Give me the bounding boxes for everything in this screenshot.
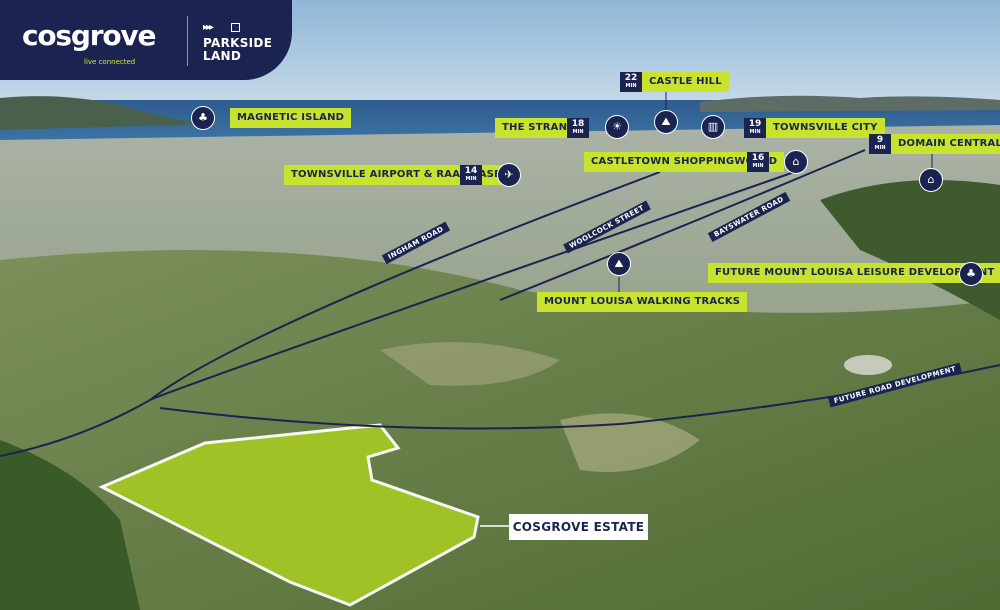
parkside-logo-line2: LAND bbox=[203, 49, 242, 63]
castle-hill-label: CASTLE HILL bbox=[642, 72, 729, 92]
hiker-icon: ⛰ bbox=[654, 110, 678, 134]
logo-divider bbox=[187, 16, 188, 66]
palm-tree-icon: ♣ bbox=[191, 106, 215, 130]
domain-central-label: DOMAIN CENTRAL bbox=[891, 134, 1000, 154]
parkside-logo-line1: PARKSIDE bbox=[203, 36, 273, 50]
future-leisure-label: FUTURE MOUNT LOUISA LEISURE DEVELOPMENT bbox=[708, 263, 1000, 283]
magnetic-island-label: MAGNETIC ISLAND bbox=[230, 108, 352, 128]
cosgrove-logo: cosgrove bbox=[22, 19, 156, 52]
parkside-square-icon bbox=[231, 23, 240, 32]
townsville-city-label: TOWNSVILLE CITY bbox=[766, 118, 885, 138]
hiker-icon: ⛰ bbox=[607, 252, 631, 276]
plane-icon: ✈ bbox=[497, 163, 521, 187]
cosgrove-estate-label: COSGROVE ESTATE bbox=[509, 514, 648, 540]
shopping-bag-icon: ⌂ bbox=[919, 168, 943, 192]
mount-louisa-label: MOUNT LOUISA WALKING TRACKS bbox=[537, 292, 748, 312]
castletown-label: CASTLETOWN SHOPPINGWORLD bbox=[584, 152, 785, 172]
parkside-arrows-icon: ▸▸▸ bbox=[203, 22, 214, 33]
logo-tagline: live connected bbox=[84, 58, 136, 66]
brand-header: cosgrove live connected ▸▸▸ PARKSIDE LAN… bbox=[0, 0, 292, 80]
the-strand-label: THE STRAND bbox=[495, 118, 583, 138]
sunset-icon: ☀ bbox=[605, 115, 629, 139]
shopping-bag-icon: ⌂ bbox=[784, 150, 808, 174]
tree-icon: ♣ bbox=[959, 262, 983, 286]
city-icon: ▥ bbox=[701, 115, 725, 139]
airport-label: TOWNSVILLE AIRPORT & RAAF BASE bbox=[284, 165, 509, 185]
